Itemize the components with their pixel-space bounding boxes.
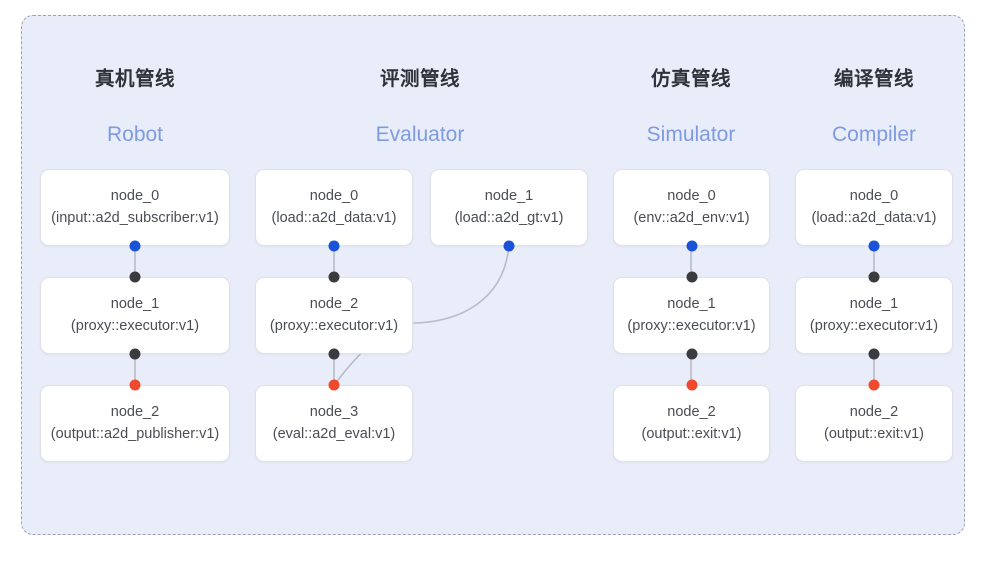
pipeline-node[interactable]: node_0(input::a2d_subscriber:v1): [40, 169, 230, 246]
node-type-label: (proxy::executor:v1): [269, 317, 399, 334]
node-type-label: (proxy::executor:v1): [70, 317, 200, 334]
pipeline-node[interactable]: node_1(proxy::executor:v1): [613, 277, 770, 354]
node-port-source-bottom[interactable]: [328, 240, 340, 252]
node-port-intermediate-bottom[interactable]: [328, 348, 340, 360]
column-title-cn-3: 编译管线: [833, 68, 915, 90]
node-port-sink-top[interactable]: [868, 379, 880, 391]
node-port-intermediate-bottom[interactable]: [868, 348, 880, 360]
node-id-label: node_0: [309, 188, 359, 205]
pipeline-node[interactable]: node_2(output::exit:v1): [613, 385, 770, 462]
node-type-label: (eval::a2d_eval:v1): [272, 425, 396, 442]
node-type-label: (output::exit:v1): [641, 425, 742, 442]
node-type-label: (env::a2d_env:v1): [633, 209, 750, 226]
node-port-intermediate-top[interactable]: [328, 271, 340, 283]
pipeline-node[interactable]: node_2(proxy::executor:v1): [255, 277, 413, 354]
node-id-label: node_3: [309, 404, 359, 421]
column-title-en-1: Evaluator: [375, 123, 465, 146]
pipeline-node[interactable]: node_2(output::a2d_publisher:v1): [40, 385, 230, 462]
pipeline-node[interactable]: node_3(eval::a2d_eval:v1): [255, 385, 413, 462]
column-title-en-3: Compiler: [831, 123, 917, 146]
node-type-label: (load::a2d_gt:v1): [454, 209, 564, 226]
node-id-label: node_2: [309, 296, 359, 313]
node-type-label: (proxy::executor:v1): [627, 317, 756, 334]
node-id-label: node_0: [110, 188, 160, 205]
node-port-source-bottom[interactable]: [686, 240, 697, 252]
node-port-sink-top[interactable]: [328, 379, 340, 391]
node-id-label: node_1: [667, 296, 716, 313]
node-id-label: node_2: [849, 404, 899, 421]
pipeline-node[interactable]: node_0(load::a2d_data:v1): [795, 169, 953, 246]
node-type-label: (output::exit:v1): [824, 425, 924, 442]
node-port-intermediate-bottom[interactable]: [686, 348, 697, 360]
node-port-source-bottom[interactable]: [503, 240, 515, 252]
pipeline-node[interactable]: node_1(proxy::executor:v1): [795, 277, 953, 354]
column-title-cn-1: 评测管线: [379, 68, 461, 90]
node-port-sink-top[interactable]: [686, 379, 697, 391]
node-type-label: (load::a2d_data:v1): [811, 209, 937, 226]
column-title-en-0: Robot: [106, 123, 164, 146]
node-port-intermediate-top[interactable]: [129, 271, 141, 283]
pipeline-node[interactable]: node_1(load::a2d_gt:v1): [430, 169, 588, 246]
column-title-en-2: Simulator: [646, 123, 736, 146]
node-port-source-bottom[interactable]: [868, 240, 880, 252]
pipeline-node[interactable]: node_0(load::a2d_data:v1): [255, 169, 413, 246]
node-id-label: node_1: [110, 296, 160, 313]
pipeline-node[interactable]: node_2(output::exit:v1): [795, 385, 953, 462]
node-id-label: node_2: [110, 404, 160, 421]
node-type-label: (output::a2d_publisher:v1): [50, 425, 220, 442]
node-type-label: (proxy::executor:v1): [809, 317, 939, 334]
node-id-label: node_1: [484, 188, 534, 205]
node-port-sink-top[interactable]: [129, 379, 141, 391]
node-id-label: node_0: [849, 188, 899, 205]
pipeline-node[interactable]: node_0(env::a2d_env:v1): [613, 169, 770, 246]
column-title-cn-0: 真机管线: [94, 68, 176, 90]
node-port-source-bottom[interactable]: [129, 240, 141, 252]
column-title-cn-2: 仿真管线: [650, 68, 732, 90]
node-port-intermediate-top[interactable]: [686, 271, 697, 283]
node-type-label: (input::a2d_subscriber:v1): [51, 209, 219, 226]
node-id-label: node_2: [667, 404, 716, 421]
node-port-intermediate-top[interactable]: [868, 271, 880, 283]
pipeline-node[interactable]: node_1(proxy::executor:v1): [40, 277, 230, 354]
node-id-label: node_1: [849, 296, 899, 313]
node-id-label: node_0: [667, 188, 716, 205]
node-type-label: (load::a2d_data:v1): [271, 209, 397, 226]
node-port-intermediate-bottom[interactable]: [129, 348, 141, 360]
